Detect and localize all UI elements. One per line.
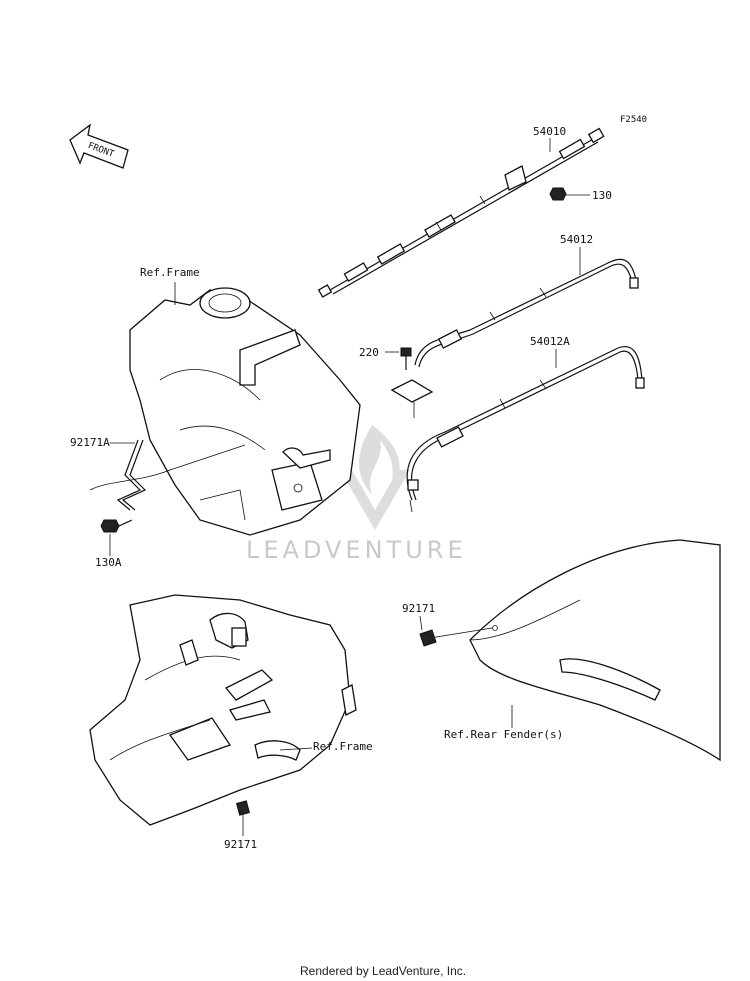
cable-54012A bbox=[406, 346, 645, 513]
cable-54012 bbox=[414, 258, 639, 368]
leadventure-watermark: LEADVENTURE bbox=[246, 425, 467, 564]
frame-lower bbox=[89, 594, 357, 826]
rear-fender bbox=[429, 539, 721, 762]
throttle-cable-54010 bbox=[317, 127, 605, 298]
label-92171A: 92171A bbox=[70, 436, 110, 449]
label-130A: 130A bbox=[95, 556, 122, 569]
bolt-130A bbox=[100, 519, 133, 533]
label-92171-bottom: 92171 bbox=[224, 838, 257, 851]
front-direction-arrow-icon: FRONT bbox=[69, 123, 129, 169]
label-54010: 54010 bbox=[533, 125, 566, 138]
clip-92171-bottom bbox=[236, 800, 250, 816]
bolt-130 bbox=[549, 187, 567, 201]
label-ref-frame-bottom: Ref.Frame bbox=[313, 740, 373, 753]
label-220: 220 bbox=[359, 346, 379, 359]
label-54012: 54012 bbox=[560, 233, 593, 246]
watermark-text: LEADVENTURE bbox=[246, 536, 467, 564]
figure-code: F2540 bbox=[620, 115, 647, 125]
clip-92171-right bbox=[419, 629, 437, 647]
footer-credit: Rendered by LeadVenture, Inc. bbox=[300, 964, 466, 978]
label-ref-frame-top: Ref.Frame bbox=[140, 266, 200, 279]
label-92171-right: 92171 bbox=[402, 602, 435, 615]
cable-bracket bbox=[390, 379, 434, 418]
bolt-220 bbox=[400, 347, 412, 370]
label-54012A: 54012A bbox=[530, 335, 570, 348]
label-ref-rear-fender: Ref.Rear Fender(s) bbox=[444, 728, 563, 741]
clip-92171A bbox=[89, 439, 246, 511]
label-130: 130 bbox=[592, 189, 612, 202]
frame-upper bbox=[129, 282, 361, 536]
